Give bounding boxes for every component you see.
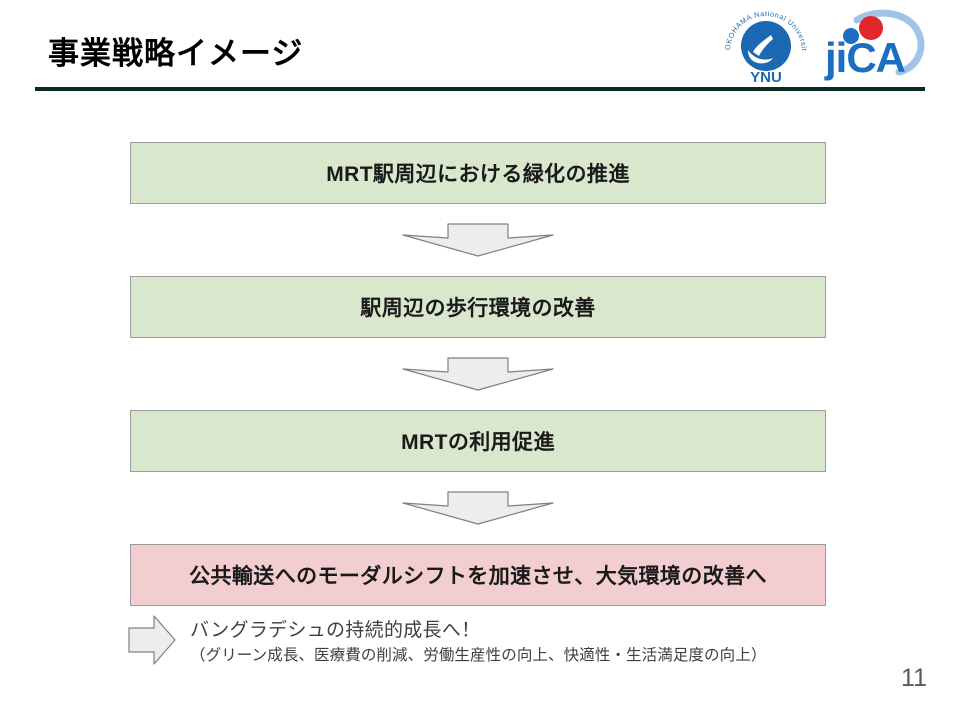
down-arrow-icon [402,491,554,525]
flow-box-3: MRTの利用促進 [130,410,826,472]
right-arrow-icon [128,614,176,671]
logo-row: YOKOHAMA National University YNU jiCA [717,6,931,86]
title-divider [35,87,925,91]
down-arrow-icon [402,357,554,391]
flow-box-4: 公共輸送へのモーダルシフトを加速させ、大気環境の改善へ [130,544,826,606]
flow-connector-2 [130,338,826,410]
flow-connector-1 [130,204,826,276]
flow-connector-3 [130,472,826,544]
flow-box-label: MRT駅周辺における緑化の推進 [326,163,630,186]
flow-box-label: 駅周辺の歩行環境の改善 [360,297,596,320]
page-title: 事業戦略イメージ [48,36,304,71]
flow-box-label: 公共輸送へのモーダルシフトを加速させ、大気環境の改善へ [189,565,767,588]
outcome-text: バングラデシュの持続的成長へ！ （グリーン成長、医療費の削減、労働生産性の向上、… [190,618,766,667]
ynu-logo: YOKOHAMA National University YNU [717,6,815,86]
page-number: 11 [901,664,927,692]
strategy-flow: MRT駅周辺における緑化の推進 駅周辺の歩行環境の改善 MRTの利用促進 公共輸… [130,142,826,606]
down-arrow-icon [402,223,554,257]
flow-box-2: 駅周辺の歩行環境の改善 [130,276,826,338]
outcome-detail: （グリーン成長、医療費の削減、労働生産性の向上、快適性・生活満足度の向上） [190,646,767,664]
flow-box-label: MRTの利用促進 [401,431,555,454]
svg-text:jiCA: jiCA [824,34,906,81]
outcome-note: バングラデシュの持続的成長へ！ （グリーン成長、医療費の削減、労働生産性の向上、… [128,614,766,671]
svg-text:YNU: YNU [750,69,782,86]
outcome-headline: バングラデシュの持続的成長へ！ [190,620,481,642]
flow-box-1: MRT駅周辺における緑化の推進 [130,142,826,204]
jica-logo: jiCA [819,6,931,86]
